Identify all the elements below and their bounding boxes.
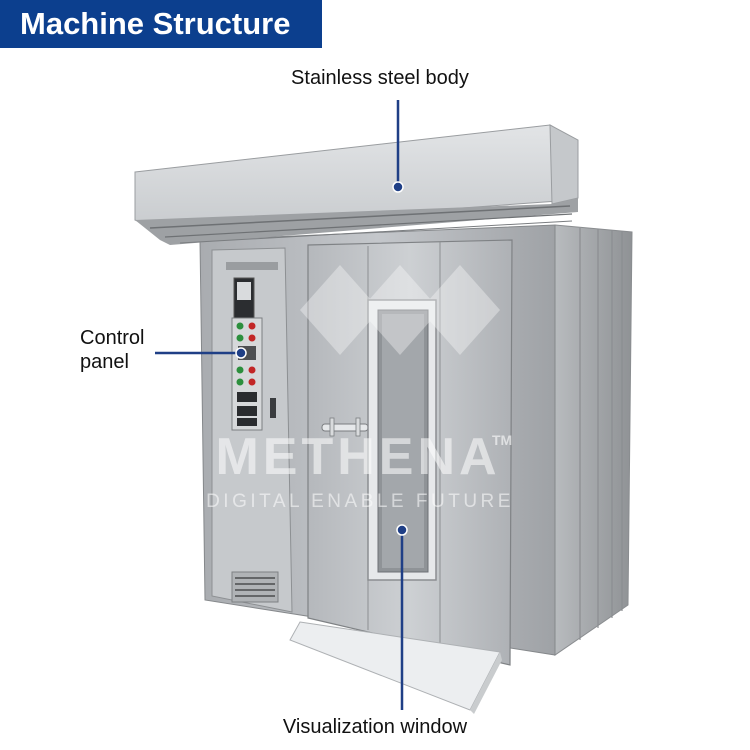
title-banner: Machine Structure [0, 0, 322, 48]
callout-stainless-steel-body: Stainless steel body [291, 67, 469, 89]
vent-grille [231, 571, 279, 603]
floor-ramp [289, 621, 502, 714]
page-title: Machine Structure [20, 6, 291, 41]
leader-line-body [392, 100, 404, 193]
callout-visualization-window: Visualization window [282, 716, 468, 738]
watermark-brand: METHENA [215, 428, 500, 486]
callout-control-panel: Control panel [80, 326, 200, 374]
leader-line-control-panel [155, 347, 247, 359]
side-panels [554, 224, 633, 656]
callout-control-panel-line1: Control [80, 327, 145, 349]
control-panel [231, 317, 276, 431]
leader-line-window [396, 524, 408, 710]
top-hood [134, 124, 579, 245]
watermark-logo [300, 265, 500, 355]
watermark-tagline: DIGITAL ENABLE FUTURE [206, 491, 514, 512]
callout-control-panel-line2: panel [80, 351, 129, 373]
watermark-trademark: TM [492, 432, 512, 448]
